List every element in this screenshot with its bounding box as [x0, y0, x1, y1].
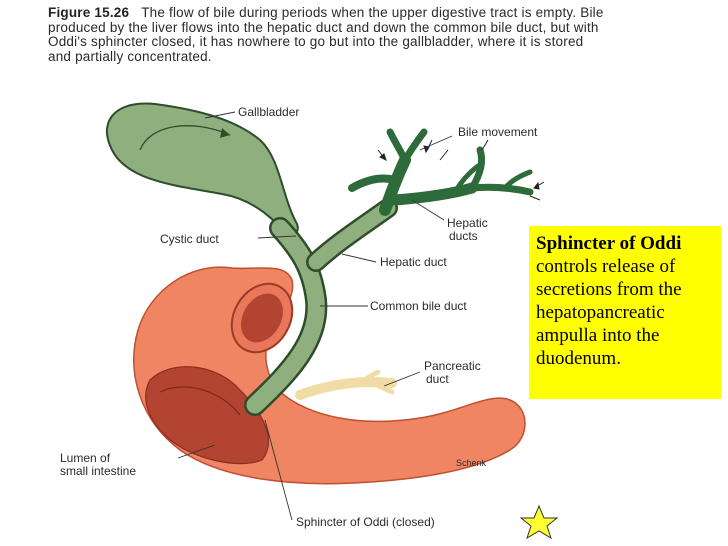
label-hepatic-ducts-2: ducts [449, 229, 478, 243]
label-artist: Schenk [456, 458, 487, 468]
intestine-opening-inner [241, 293, 283, 343]
bile-movement-arrows [377, 139, 545, 201]
callout-title: Sphincter of Oddi [536, 233, 682, 254]
label-lumen-2: small intestine [60, 464, 136, 478]
caption-text: The flow of bile during periods when the… [48, 5, 604, 64]
label-sphincter-of-oddi: Sphincter of Oddi (closed) [296, 515, 435, 529]
label-pancreatic-duct-1: Pancreatic [424, 359, 481, 373]
hepatic-ducts-tree [348, 128, 534, 216]
leader-lines [177, 111, 453, 521]
label-pancreatic-duct-2: duct [426, 372, 449, 386]
label-cystic-duct: Cystic duct [160, 232, 219, 246]
label-bile-movement: Bile movement [458, 125, 538, 139]
pancreatic-duct-branch [357, 369, 395, 395]
label-common-bile-duct: Common bile duct [370, 299, 467, 313]
hepatic-duct-fill [308, 200, 396, 270]
label-lumen-1: Lumen of [60, 451, 111, 465]
label-gallbladder: Gallbladder [238, 105, 299, 119]
figure-number: Figure 15.26 [48, 5, 130, 20]
pancreatic-duct [295, 377, 397, 400]
sphincter-callout: Sphincter of Oddi controls release of se… [529, 226, 721, 399]
label-hepatic-duct: Hepatic duct [380, 255, 447, 269]
gallbladder-flow-arrow [139, 125, 231, 151]
cystic-and-common-bile-duct-fill [246, 219, 325, 414]
star-icon [519, 504, 559, 540]
gallbladder [106, 102, 299, 237]
gallbladder-arrowhead [220, 128, 230, 138]
lumen-fold [159, 386, 241, 416]
lumen-cutaway [145, 366, 270, 465]
label-hepatic-ducts-1: Hepatic [447, 216, 488, 230]
callout-body: controls release of secretions from the … [536, 256, 682, 369]
